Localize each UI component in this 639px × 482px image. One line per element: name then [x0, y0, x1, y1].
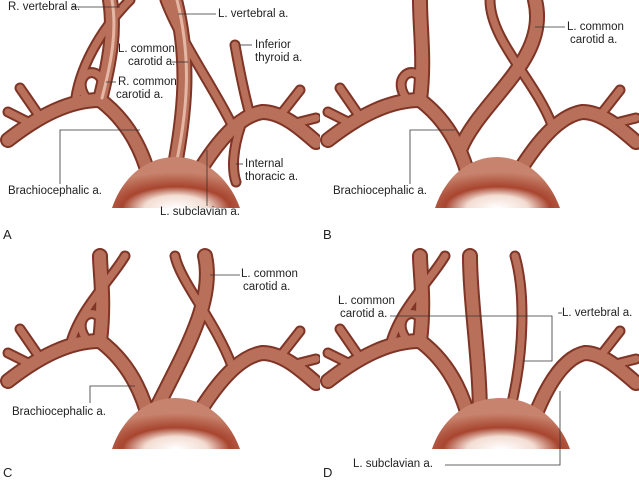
label-l-vertebral: L. vertebral a.	[218, 8, 289, 20]
panel-a: R. vertebral a. L. vertebral a. L. commo…	[0, 0, 320, 242]
aortic-arch	[435, 157, 560, 208]
label-internal-thoracic-line1: Internal	[245, 158, 284, 170]
aortic-arch	[112, 157, 240, 208]
aortic-arch	[112, 398, 240, 449]
vessels	[0, 0, 320, 208]
label-brachiocephalic: Brachiocephalic a.	[12, 406, 106, 418]
label-l-common-carotid-line1: L. common	[118, 43, 175, 55]
label-l-common-carotid-line1: L. common	[567, 21, 624, 33]
vessel-drawing-a	[0, 0, 320, 208]
leader-lines	[59, 6, 252, 206]
label-inferior-thyroid-line2: thyroid a.	[255, 52, 303, 64]
label-brachiocephalic: Brachiocephalic a.	[333, 185, 427, 197]
leader-line	[409, 129, 455, 184]
label-l-subclavian: L. subclavian a.	[160, 206, 240, 218]
vessels	[0, 248, 320, 449]
leader-line	[89, 385, 135, 403]
panel-letter: B	[323, 227, 332, 242]
label-l-common-carotid-line2: carotid a.	[570, 34, 618, 46]
panel-letter: C	[3, 465, 13, 480]
label-r-vertebral: R. vertebral a.	[8, 1, 81, 13]
vessels	[320, 248, 639, 449]
label-l-subclavian: L. subclavian a.	[353, 458, 433, 470]
label-inferior-thyroid-line1: Inferior	[255, 39, 291, 51]
label-l-common-carotid-line2: carotid a.	[128, 56, 176, 68]
leader-line	[445, 391, 561, 466]
vessel-drawing-b	[320, 0, 639, 208]
panel-letter: A	[3, 227, 12, 242]
label-l-common-carotid-line2: carotid a.	[243, 281, 291, 293]
panel-b: L. common carotid a. Brachiocephalic a. …	[320, 0, 639, 242]
label-l-common-carotid-line1: L. common	[338, 295, 395, 307]
label-r-common-carotid-line2: carotid a.	[116, 89, 164, 101]
leader-line	[390, 315, 553, 362]
label-r-common-carotid-line1: R. common	[118, 76, 177, 88]
vessel-drawing-c	[0, 248, 320, 449]
label-brachiocephalic: Brachiocephalic a.	[8, 185, 102, 197]
label-internal-thoracic-line2: thoracic a.	[245, 171, 299, 183]
label-l-vertebral: L. vertebral a.	[562, 307, 633, 319]
vessel-drawing-d	[320, 248, 639, 466]
panel-c: L. common carotid a. Brachiocephalic a. …	[0, 241, 320, 482]
panel-d: L. common carotid a. L. vertebral a. L. …	[320, 241, 639, 482]
label-l-common-carotid-line1: L. common	[241, 268, 298, 280]
aortic-arch	[432, 398, 570, 449]
panel-letter: D	[323, 465, 333, 480]
label-l-common-carotid-line2: carotid a.	[340, 308, 388, 320]
vessels	[320, 0, 639, 208]
